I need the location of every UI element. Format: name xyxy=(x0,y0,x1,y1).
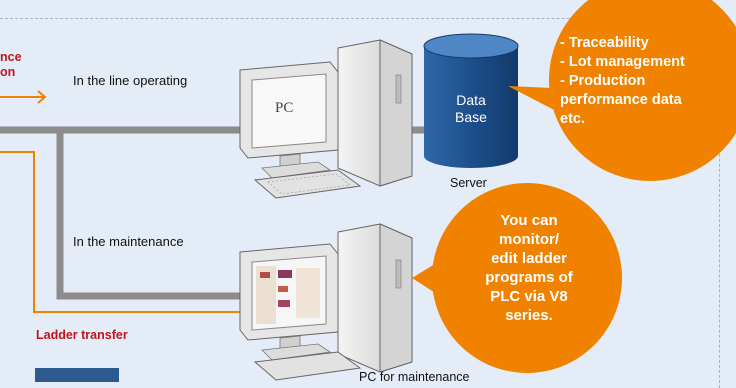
dashed-frame xyxy=(0,18,720,388)
bubble-bottom-text: You can monitor/ edit ladder programs of… xyxy=(485,212,573,324)
database-label: Data Base xyxy=(455,92,487,125)
line-operating-label: In the line operating xyxy=(73,73,188,88)
database-cylinder-icon xyxy=(423,33,519,168)
info-bubble-top xyxy=(508,0,736,181)
server-label: Server xyxy=(450,176,487,190)
info-bubble-bottom xyxy=(412,183,622,373)
pc-screen-label: PC xyxy=(275,100,294,116)
pc-for-maintenance-label: PC for maintenance xyxy=(359,370,470,384)
maintenance-label: In the maintenance xyxy=(73,234,184,249)
maintenance-pc-computer-icon xyxy=(239,223,413,381)
pc-computer-icon xyxy=(239,39,413,199)
top-left-red-label: nce on xyxy=(0,50,22,79)
bubble-top-text: - Traceability - Lot management - Produc… xyxy=(560,35,685,127)
orange-transfer-lines xyxy=(0,90,240,313)
ladder-transfer-label: Ladder transfer xyxy=(36,328,128,342)
blue-block xyxy=(35,368,119,382)
